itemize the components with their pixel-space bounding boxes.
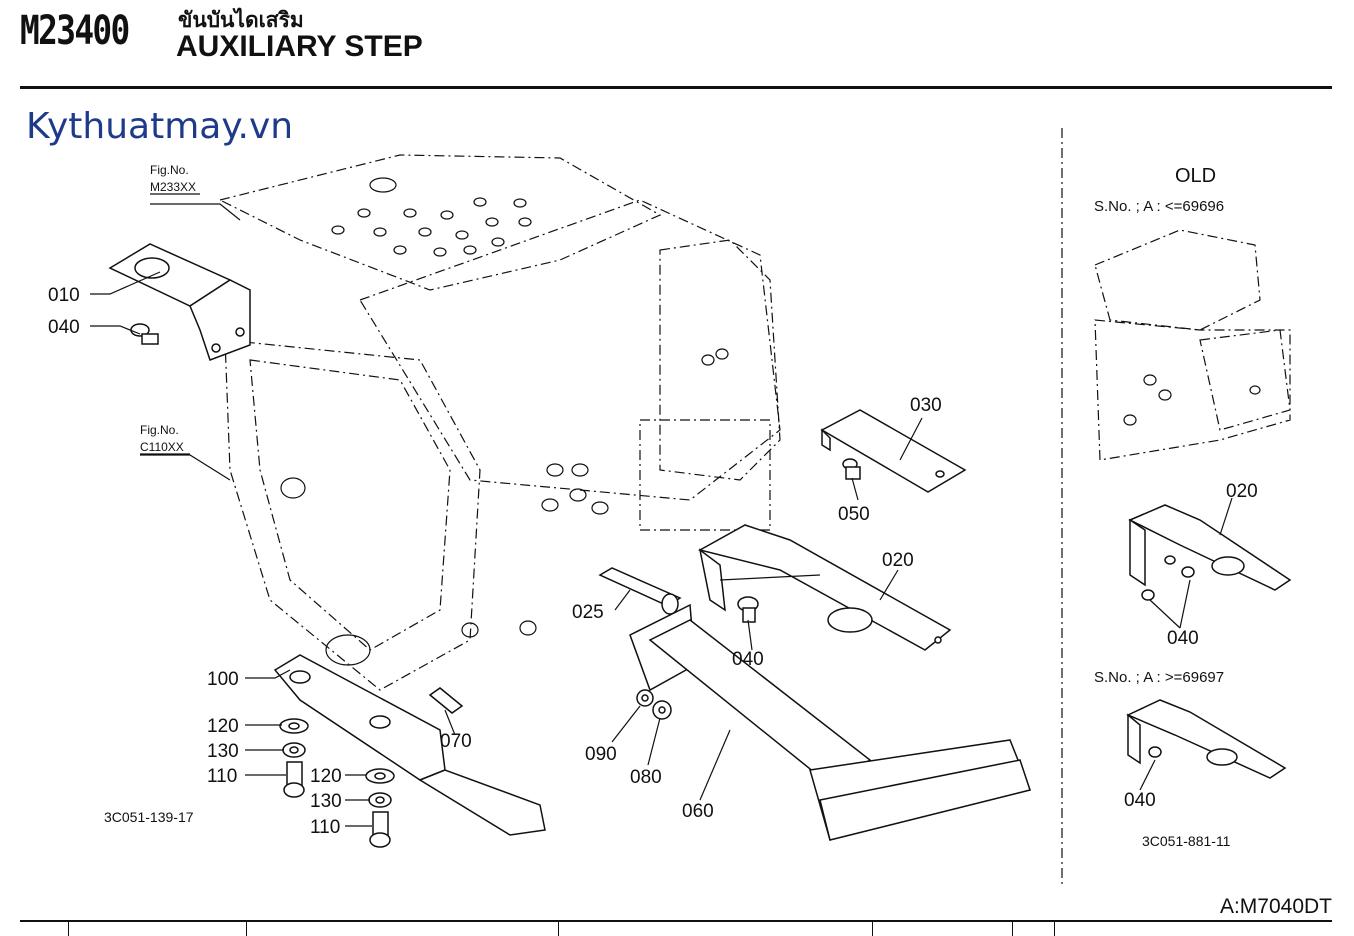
old-bracket-1 bbox=[1128, 504, 1292, 601]
page-title: AUXILIARY STEP bbox=[176, 30, 423, 63]
old-leader-040-2 bbox=[1139, 759, 1156, 791]
fastener-group-left bbox=[279, 718, 309, 798]
footer-column-divider bbox=[68, 922, 69, 936]
old-callout-020: 020 bbox=[1226, 481, 1258, 502]
footer-column-divider bbox=[558, 922, 559, 936]
callout-110-2: 110 bbox=[310, 817, 340, 838]
callout-040-2: 040 bbox=[732, 649, 764, 670]
callout-020: 020 bbox=[882, 550, 914, 571]
callout-040: 040 bbox=[48, 317, 80, 338]
part-040-bolt bbox=[130, 323, 159, 345]
part-060-step bbox=[629, 603, 1032, 841]
callout-025: 025 bbox=[572, 602, 604, 623]
old-heading: OLD bbox=[1175, 165, 1216, 187]
old-bracket-2 bbox=[1126, 699, 1287, 779]
fig-ref-2: C110XX bbox=[140, 440, 184, 454]
fig-ref-label-2: Fig.No. bbox=[140, 423, 179, 437]
part-090-washer bbox=[636, 689, 654, 707]
header-rule bbox=[20, 86, 1332, 89]
old-callout-040-2: 040 bbox=[1124, 790, 1156, 811]
watermark: Kythuatmay.vn bbox=[26, 106, 294, 147]
fastener-group-right bbox=[365, 768, 395, 848]
old-housing-detail bbox=[1094, 229, 1291, 461]
drawing-code-main: 3C051-139-17 bbox=[104, 809, 194, 825]
part-010-bracket bbox=[108, 243, 251, 361]
model-code: A:M7040DT bbox=[1219, 895, 1332, 918]
serial-range-2: S.No. ; A : >=69697 bbox=[1094, 669, 1224, 686]
callout-080: 080 bbox=[630, 767, 662, 788]
callout-110: 110 bbox=[207, 766, 237, 787]
housing-holes bbox=[331, 197, 729, 638]
callout-010: 010 bbox=[48, 285, 80, 306]
part-080-nut bbox=[652, 700, 672, 720]
callout-030: 030 bbox=[910, 395, 942, 416]
callout-130-2: 130 bbox=[310, 791, 342, 812]
old-leader-020 bbox=[1219, 497, 1233, 536]
callout-050: 050 bbox=[838, 504, 870, 525]
part-100-bracket bbox=[273, 654, 546, 836]
callout-120-2: 120 bbox=[310, 766, 342, 787]
drawing-code-old: 3C051-881-11 bbox=[1142, 833, 1231, 849]
thai-title: ขันบันไดเสริม bbox=[178, 8, 304, 32]
footer-column-divider bbox=[1012, 922, 1013, 936]
leader-lines bbox=[90, 203, 923, 827]
part-040-bolt-2 bbox=[737, 596, 759, 623]
footer-column-divider bbox=[872, 922, 873, 936]
callout-130: 130 bbox=[207, 741, 239, 762]
callout-090: 090 bbox=[585, 744, 617, 765]
part-code: M23400 bbox=[20, 8, 130, 54]
part-050-bolt bbox=[842, 458, 861, 480]
callout-070: 070 bbox=[440, 731, 472, 752]
old-leader-040a bbox=[1179, 579, 1191, 629]
fig-ref-label-1: Fig.No. bbox=[150, 163, 189, 177]
transmission-housing bbox=[218, 154, 781, 691]
part-070-stud bbox=[428, 687, 464, 714]
part-030-plate bbox=[820, 409, 967, 493]
footer-column-divider bbox=[246, 922, 247, 936]
callout-120: 120 bbox=[207, 716, 239, 737]
fig-ref-1: M233XX bbox=[150, 180, 196, 194]
callout-100: 100 bbox=[207, 669, 239, 690]
old-leader-040b bbox=[1149, 599, 1181, 629]
footer-column-divider bbox=[1054, 922, 1055, 936]
part-025-pin bbox=[598, 567, 682, 615]
part-020-bracket bbox=[697, 524, 952, 651]
serial-range-1: S.No. ; A : <=69696 bbox=[1094, 198, 1224, 215]
callout-060: 060 bbox=[682, 801, 714, 822]
old-callout-040: 040 bbox=[1167, 628, 1199, 649]
footer-table bbox=[20, 920, 1332, 936]
